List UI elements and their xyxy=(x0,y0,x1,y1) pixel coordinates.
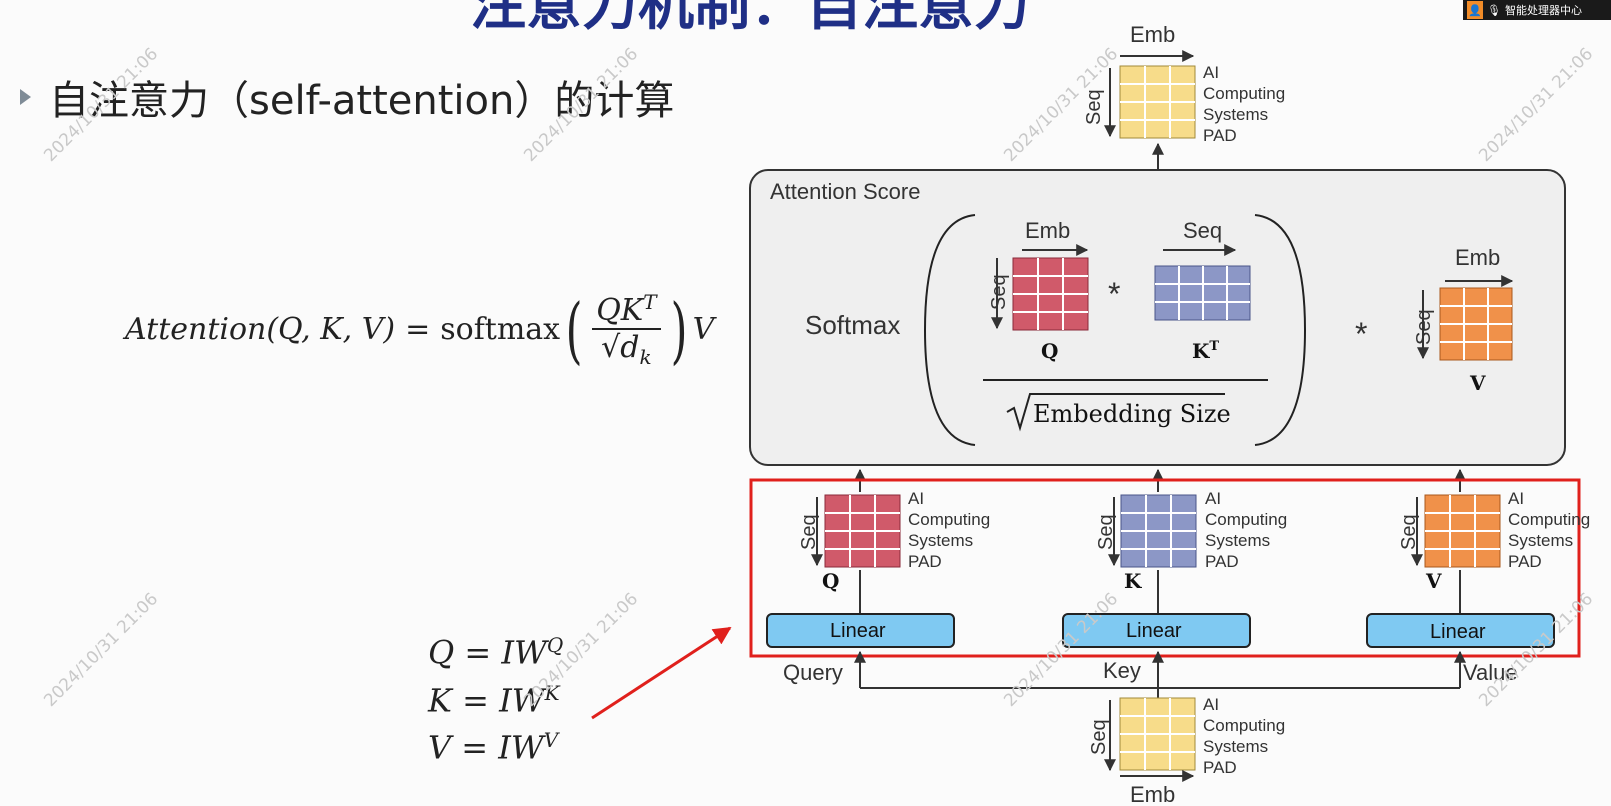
svg-text:Seq: Seq xyxy=(1095,514,1117,550)
user-icon: 👤 xyxy=(1467,1,1483,19)
sqrt-icon xyxy=(1006,393,1225,432)
svg-text:PAD: PAD xyxy=(1508,552,1542,571)
svg-text:PAD: PAD xyxy=(1203,758,1237,777)
svg-text:AI: AI xyxy=(1203,63,1219,82)
equation-k: K = IWK xyxy=(428,680,560,720)
presenter-badge: 👤 🎙 智能处理器中心 xyxy=(1463,0,1611,20)
linear-k: Linear xyxy=(1062,613,1251,648)
svg-text:Emb: Emb xyxy=(1455,245,1500,270)
key-label: Key xyxy=(1103,658,1141,683)
svg-text:Systems: Systems xyxy=(1203,737,1268,756)
attention-formula: Attention(Q, K, V) = softmax ( QKT √dk )… xyxy=(125,290,714,369)
linear-q: Linear xyxy=(766,613,955,648)
formula-equals: = xyxy=(405,312,431,347)
badge-label: 智能处理器中心 xyxy=(1504,4,1582,17)
svg-text:Linear: Linear xyxy=(830,620,886,642)
svg-text:PAD: PAD xyxy=(908,552,942,571)
formula-softmax: softmax xyxy=(440,312,561,347)
formula-tail: V xyxy=(692,312,715,347)
formula-numerator: QKT xyxy=(592,290,661,330)
svg-text:V: V xyxy=(1425,569,1442,593)
annotation-arrow xyxy=(591,626,732,720)
score-kt-matrix: Seq KT xyxy=(1154,218,1251,363)
svg-text:Emb: Emb xyxy=(1130,22,1175,47)
formula-fraction: QKT √dk xyxy=(592,290,661,369)
svg-text:Seq: Seq xyxy=(1088,719,1110,755)
svg-text:Q: Q xyxy=(1041,339,1058,363)
equation-v: V = IWV xyxy=(428,728,559,767)
bullet-heading: 自注意力（self-attention）的计算 xyxy=(20,68,674,126)
query-label: Query xyxy=(783,660,843,685)
svg-text:Seq: Seq xyxy=(1183,218,1222,243)
svg-text:Seq: Seq xyxy=(988,274,1010,310)
svg-text:Linear: Linear xyxy=(1126,620,1182,642)
svg-text:Emb: Emb xyxy=(1025,218,1070,243)
score-v-matrix: Emb Seq V xyxy=(1413,245,1514,395)
attention-score-label: Attention Score xyxy=(770,179,920,204)
formula-lhs: Attention(Q, K, V) xyxy=(125,312,396,347)
linear-v: Linear xyxy=(1366,613,1555,648)
softmax-label: Softmax xyxy=(805,310,900,340)
svg-text:Systems: Systems xyxy=(1508,531,1573,550)
svg-text:K: K xyxy=(1124,569,1142,593)
value-label: Value xyxy=(1463,660,1518,685)
svg-text:Computing: Computing xyxy=(908,510,990,529)
star-1: * xyxy=(1108,276,1120,312)
svg-text:Linear: Linear xyxy=(1430,621,1486,643)
svg-text:Seq: Seq xyxy=(1083,89,1105,125)
svg-text:PAD: PAD xyxy=(1203,126,1237,145)
svg-text:AI: AI xyxy=(1508,489,1524,508)
projection-highlight-box xyxy=(749,478,1581,658)
big-right-paren-icon xyxy=(1254,214,1307,446)
left-paren-icon: ( xyxy=(565,287,583,372)
big-left-paren-icon xyxy=(923,214,976,446)
proj-q: Seq AI Computing Systems PAD Q xyxy=(798,489,990,614)
svg-text:Computing: Computing xyxy=(1203,84,1285,103)
svg-text:Computing: Computing xyxy=(1205,510,1287,529)
embedding-size-label: Embedding Size xyxy=(1033,400,1231,428)
svg-text:Emb: Emb xyxy=(1130,782,1175,806)
svg-text:Computing: Computing xyxy=(1203,716,1285,735)
svg-text:Seq: Seq xyxy=(1398,514,1420,550)
bullet-arrow-icon xyxy=(20,89,31,105)
svg-text:V: V xyxy=(1469,371,1486,395)
input-matrix: Seq AI Computing Systems PAD Emb xyxy=(1088,695,1285,806)
svg-text:PAD: PAD xyxy=(1205,552,1239,571)
svg-text:Q: Q xyxy=(822,569,839,593)
bullet-text: 自注意力（self-attention）的计算 xyxy=(49,78,675,124)
right-paren-icon: ) xyxy=(670,287,688,372)
svg-text:Systems: Systems xyxy=(1203,105,1268,124)
score-q-matrix: Emb Seq Q xyxy=(988,218,1089,363)
svg-text:AI: AI xyxy=(1205,489,1221,508)
svg-text:Systems: Systems xyxy=(1205,531,1270,550)
star-2: * xyxy=(1355,316,1367,352)
svg-text:AI: AI xyxy=(1203,695,1219,714)
svg-text:KT: KT xyxy=(1192,339,1219,363)
mic-icon: 🎙 xyxy=(1487,3,1501,17)
proj-v: Seq AI Computing Systems PAD V xyxy=(1398,489,1590,614)
svg-text:AI: AI xyxy=(908,489,924,508)
formula-denominator: √dk xyxy=(601,330,652,369)
svg-text:Systems: Systems xyxy=(908,531,973,550)
svg-text:Computing: Computing xyxy=(1508,510,1590,529)
slide-title: 注意力机制：自注意力 xyxy=(470,0,1030,38)
equation-q: Q = IWQ xyxy=(428,633,564,672)
svg-text:Seq: Seq xyxy=(798,514,820,550)
output-matrix: Emb Seq AI Computing Systems PAD xyxy=(1083,22,1285,145)
projection-equations: Q = IWQ K = IWK V = IWV xyxy=(428,625,563,768)
proj-k: Seq AI Computing Systems PAD K xyxy=(1095,489,1287,614)
